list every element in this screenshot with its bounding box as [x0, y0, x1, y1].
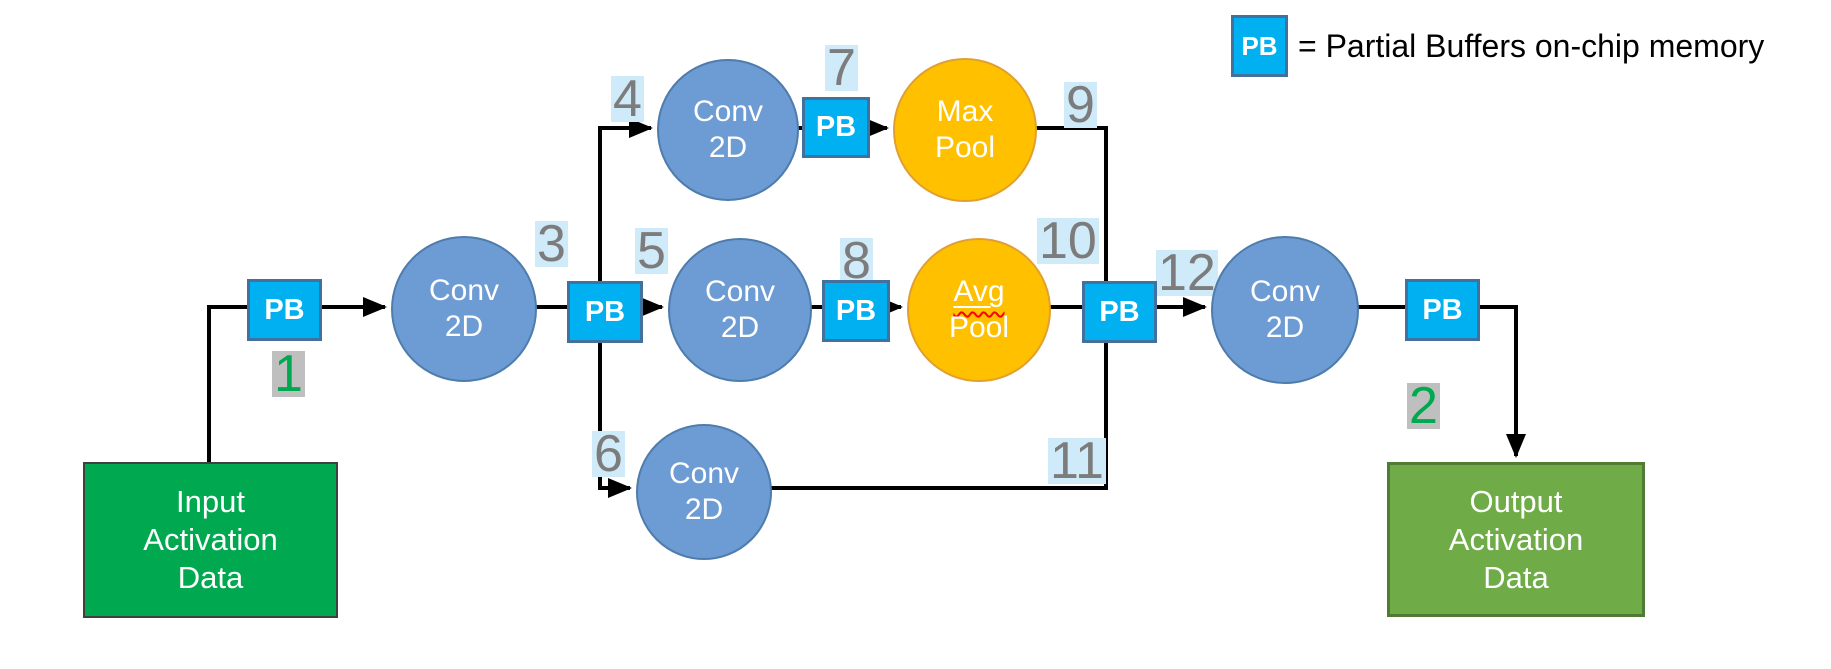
- step-label-3: 3: [535, 215, 568, 273]
- pb-label: PB: [1422, 293, 1463, 326]
- legend-pb-label: PB: [1241, 30, 1278, 61]
- conv2d-node-1: Conv 2D: [391, 236, 537, 382]
- conv2d-label-line1: Conv: [692, 95, 764, 128]
- conv2d-label-line1: Conv: [1249, 275, 1321, 308]
- conv2d-label-line2: 2D: [444, 310, 484, 343]
- output-box-line3: Data: [1483, 559, 1549, 595]
- pb-label: PB: [1099, 295, 1140, 328]
- conv2d-label-line2: 2D: [1265, 311, 1305, 344]
- step-label-12: 12: [1156, 244, 1218, 302]
- step-label-7: 7: [825, 39, 858, 97]
- step-label-11: 11: [1048, 432, 1106, 490]
- step-label-6: 6: [592, 425, 625, 483]
- step-label-2: 2: [1407, 377, 1440, 435]
- pb-buffer-5: PB: [1082, 281, 1157, 343]
- step-label-1: 1: [272, 345, 305, 403]
- input-box-line2: Activation: [143, 522, 278, 557]
- output-box-line1: Output: [1469, 483, 1563, 519]
- output-box-line2: Activation: [1448, 521, 1584, 557]
- step-label-5: 5: [635, 222, 668, 280]
- pb-buffer-4: PB: [822, 280, 890, 342]
- pb-label: PB: [264, 293, 305, 326]
- conv2d-node-middle: Conv 2D: [668, 238, 812, 382]
- pb-label: PB: [835, 294, 877, 327]
- avg-pool-node: Avg Pool: [907, 238, 1051, 382]
- step-label-10: 10: [1037, 212, 1099, 270]
- conv2d-label-line2: 2D: [684, 493, 724, 526]
- avg-pool-label-line1: Avg: [953, 275, 1005, 308]
- conv2d-node-top: Conv 2D: [657, 59, 799, 201]
- step-label-8: 8: [840, 232, 873, 290]
- conv2d-label-line2: 2D: [720, 311, 760, 344]
- spellcheck-squiggle: Avg: [953, 274, 1004, 310]
- pb-buffer-1: PB: [247, 279, 322, 341]
- conv2d-label-line1: Conv: [704, 275, 776, 308]
- legend-text: = Partial Buffers on-chip memory: [1298, 28, 1765, 64]
- max-pool-label-line1: Max: [936, 95, 994, 128]
- conv2d-label-line1: Conv: [668, 457, 740, 490]
- pb-buffer-2: PB: [567, 281, 643, 343]
- pb-label: PB: [584, 295, 626, 328]
- max-pool-node: Max Pool: [893, 58, 1037, 202]
- input-box-line1: Input: [176, 484, 245, 519]
- max-pool-label-line2: Pool: [934, 131, 996, 164]
- avg-pool-label-line2: Pool: [948, 311, 1010, 344]
- conv2d-node-final: Conv 2D: [1211, 236, 1359, 384]
- pb-buffer-6: PB: [1405, 279, 1480, 341]
- input-activation-data-box: Input Activation Data: [83, 462, 338, 618]
- output-activation-data-box: Output Activation Data: [1387, 462, 1645, 617]
- step-label-4: 4: [611, 70, 644, 128]
- input-box-line3: Data: [177, 560, 244, 595]
- conv2d-label-line1: Conv: [428, 274, 500, 307]
- conv2d-label-line2: 2D: [708, 131, 748, 164]
- legend-pb-box: PB: [1231, 15, 1288, 77]
- conv2d-node-bottom: Conv 2D: [636, 424, 772, 560]
- step-label-9: 9: [1064, 76, 1097, 134]
- pb-label: PB: [815, 111, 857, 143]
- pb-buffer-3: PB: [802, 97, 870, 158]
